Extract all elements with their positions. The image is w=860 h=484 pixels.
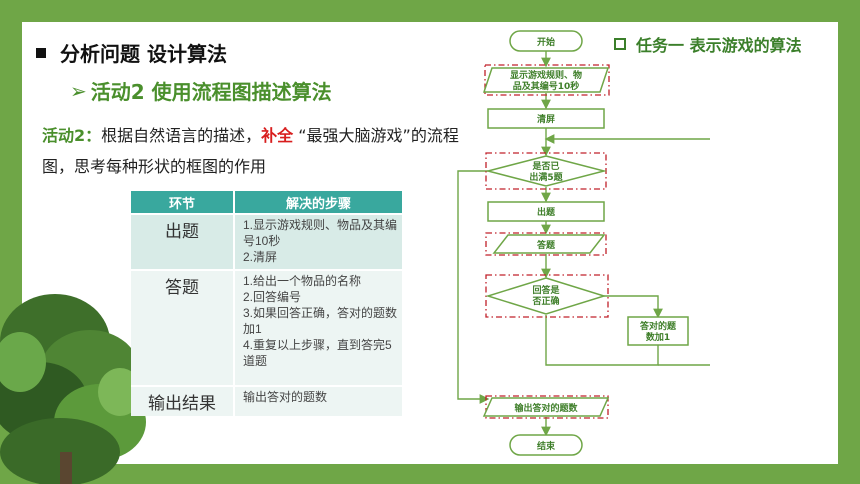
table-cell-stage: 输出结果 — [131, 385, 235, 416]
inc-label-2: 数加1 — [646, 331, 670, 343]
step-line: 2.清屏 — [243, 250, 278, 264]
section-title: 分析问题 设计算法 — [36, 38, 227, 67]
clear-process — [487, 108, 605, 129]
show-rules-label-2: 品及其编号10秒 — [513, 80, 580, 92]
square-bullet-icon — [36, 47, 46, 58]
table-cell-steps: 1.显示游戏规则、物品及其编号10秒 2.清屏 — [234, 213, 402, 270]
table-header-row: 环节 解决的步骤 — [131, 191, 402, 214]
cond1-label-1: 是否已 — [531, 161, 559, 172]
answer-label: 答题 — [536, 239, 556, 251]
step-line: 4.重复以上步骤，直到答完5道题 — [243, 338, 392, 368]
flowchart: 开始 显示游戏规则、物 品及其编号10秒 清屏 是否已 出满5题 出题 答题 回… — [457, 30, 710, 456]
blank-placeholder-box — [485, 232, 607, 256]
step-line: 1.给出一个物品的名称 — [243, 274, 362, 288]
ask-process — [487, 201, 605, 222]
step-line: 3.如果回答正确，答对的题数加1 — [243, 306, 398, 336]
description-highlight: 补全 — [261, 126, 294, 145]
flow-arrow — [457, 170, 490, 404]
table-cell-steps: 输出答对的题数 — [234, 385, 402, 416]
show-rules-label-1: 显示游戏规则、物 — [510, 69, 582, 81]
table-header-stage: 环节 — [131, 191, 235, 214]
flow-arrow — [604, 295, 663, 319]
step-line: 1.显示游戏规则、物品及其编号10秒 — [243, 218, 398, 248]
description-text-before: 根据自然语言的描述， — [101, 126, 262, 145]
steps-table: 环节 解决的步骤 出题 1.显示游戏规则、物品及其编号10秒 2.清屏 答题 1… — [131, 191, 402, 416]
condition-answer-correct — [485, 277, 607, 315]
step-line: 输出答对的题数 — [243, 390, 328, 404]
step-line: 2.回答编号 — [243, 290, 302, 304]
end-label: 结束 — [537, 440, 556, 452]
table-row: 输出结果 输出答对的题数 — [131, 385, 402, 416]
clear-label: 清屏 — [537, 113, 555, 125]
table-header-steps: 解决的步骤 — [234, 191, 402, 214]
increment-process — [627, 316, 689, 346]
output-io — [482, 397, 610, 417]
blank-placeholder-box — [484, 64, 610, 96]
hollow-square-icon — [614, 38, 626, 50]
condition-5-questions — [485, 155, 607, 187]
green-frame-bottom — [0, 464, 860, 484]
cond1-label-2: 出满5题 — [529, 171, 563, 183]
show-rules-io — [482, 67, 610, 93]
start-label: 开始 — [537, 36, 555, 48]
end-terminal — [509, 434, 583, 456]
task-title-text: 任务一 表示游戏的算法 — [636, 36, 802, 55]
task-title: 任务一 表示游戏的算法 — [614, 32, 802, 56]
inc-label-1: 答对的题 — [639, 320, 677, 332]
ask-label: 出题 — [537, 206, 556, 218]
table-row: 答题 1.给出一个物品的名称 2.回答编号 3.如果回答正确，答对的题数加1 4… — [131, 269, 402, 386]
table-cell-steps: 1.给出一个物品的名称 2.回答编号 3.如果回答正确，答对的题数加1 4.重复… — [234, 269, 402, 386]
flow-loop-arrow — [544, 134, 710, 366]
table-cell-stage: 答题 — [131, 269, 235, 386]
green-frame-top — [0, 0, 860, 22]
start-terminal — [509, 30, 583, 52]
tree-decoration-image — [0, 294, 146, 484]
arrow-bullet-icon: ➢ — [70, 78, 87, 103]
activity-description: 活动2：根据自然语言的描述，补全 “最强大脑游戏”的流程图，思考每种形状的框图的… — [42, 120, 482, 182]
blank-placeholder-box — [485, 395, 609, 419]
section-title-text: 分析问题 设计算法 — [60, 42, 227, 66]
flow-line — [545, 315, 659, 366]
output-label: 输出答对的题数 — [514, 402, 578, 414]
cond2-label-2: 否正确 — [531, 295, 559, 307]
green-frame-right — [838, 0, 860, 484]
answer-io — [492, 234, 606, 254]
description-text-after: “最强大脑游戏”的流程图，思考每种形状的框图的作用 — [42, 126, 459, 176]
cond2-label-1: 回答是 — [532, 284, 560, 296]
activity-heading-text: 活动2 使用流程图描述算法 — [90, 80, 332, 104]
activity-label: 活动2： — [42, 126, 102, 145]
table-row: 出题 1.显示游戏规则、物品及其编号10秒 2.清屏 — [131, 213, 402, 270]
activity-heading: ➢ 活动2 使用流程图描述算法 — [70, 76, 332, 105]
table-cell-stage: 出题 — [131, 213, 235, 270]
